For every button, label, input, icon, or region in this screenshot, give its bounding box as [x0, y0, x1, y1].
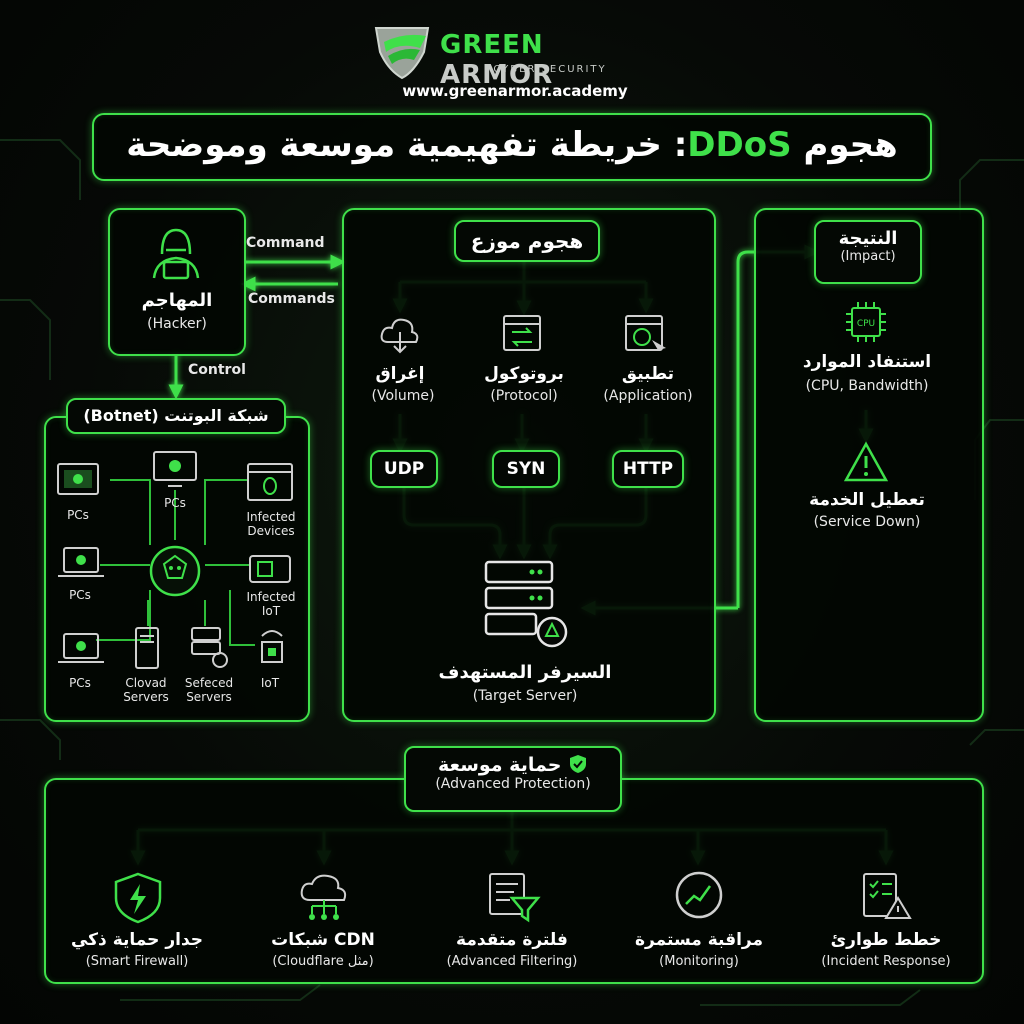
- attack-type-protocol-ar: بروتوكول: [484, 364, 564, 384]
- impact-title-pill: النتيجة (Impact): [814, 220, 922, 284]
- target-server-icon: [484, 560, 568, 648]
- protection-item-ar: فلترة متقدمة: [456, 930, 568, 950]
- attack-type-volume-en: (Volume): [371, 388, 435, 404]
- commands-label: Commands: [248, 291, 335, 307]
- botnet-node-label: PCs: [69, 588, 91, 602]
- botnet-title-pill: شبكة البوتنت (Botnet): [66, 398, 286, 434]
- cpu-icon: CPU: [846, 302, 886, 342]
- botnet-node-label: Infected IoT: [246, 590, 296, 618]
- botnet-title: شبكة البوتنت (Botnet): [83, 406, 269, 425]
- botnet-node-label: PCs: [69, 676, 91, 690]
- command-label: Command: [246, 235, 325, 251]
- brand-name: GREEN ARMOR: [440, 30, 660, 90]
- title-rest: : خريطة تفهيمية موسعة وموضحة: [126, 125, 688, 165]
- impact-title-ar: النتيجة: [838, 228, 898, 249]
- protection-item-ar: خطط طوارئ: [830, 930, 942, 950]
- iot-device-icon: [249, 555, 291, 583]
- proto-http: HTTP: [622, 459, 674, 479]
- title-bar: هجوم DDoS: خريطة تفهيمية موسعة وموضحة: [92, 113, 932, 181]
- proto-http-pill[interactable]: HTTP: [612, 450, 684, 488]
- impact-step1-ar: استنفاد الموارد: [802, 352, 932, 372]
- attack-type-application-en: (Application): [603, 388, 693, 404]
- botnet-node-label: PCs: [164, 496, 186, 510]
- protection-title-text: حماية موسعة: [437, 754, 562, 776]
- title-ddos: DDoS: [687, 125, 792, 165]
- cpu-text: CPU: [857, 319, 875, 329]
- protection-item-ar: جدار حماية ذكي: [70, 930, 204, 950]
- protection-box: [44, 778, 984, 984]
- monitoring-gauge-icon: [675, 871, 723, 919]
- protection-item-ar: شبكات CDN: [271, 930, 375, 950]
- impact-box: [754, 208, 984, 722]
- impact-step2-en: (Service Down): [813, 514, 921, 530]
- target-label-en: (Target Server): [472, 688, 578, 704]
- laptop-bug-icon: [58, 547, 104, 577]
- protection-item-en: (Incident Response): [821, 954, 951, 969]
- monitor-bug-icon: [153, 451, 197, 487]
- filter-icon: [489, 873, 541, 923]
- attack-type-volume-ar: إغراق: [375, 364, 425, 384]
- impact-step1-en: (CPU, Bandwidth): [805, 378, 929, 394]
- brand-tagline: CYBER SECURITY: [493, 64, 607, 75]
- impact-title-en: (Impact): [840, 249, 896, 264]
- warning-icon: [843, 441, 889, 482]
- brand-name-green: GREEN: [440, 30, 544, 60]
- laptop-bug-icon: [58, 633, 104, 663]
- server-gear-icon: [191, 627, 228, 668]
- brand-name-armor: ARMOR: [440, 60, 554, 90]
- protection-item-en: (Advanced Filtering): [446, 954, 578, 969]
- hacker-label-ar: المهاجم: [141, 290, 213, 311]
- protection-item-en: (Smart Firewall): [85, 954, 189, 969]
- botnet-node-label: IoT: [260, 676, 280, 690]
- bug-window-icon: [247, 463, 293, 501]
- protection-item-en: (Monitoring): [659, 954, 739, 969]
- hacker-label-en: (Hacker): [147, 316, 207, 332]
- botnet-node-label: PCs: [67, 508, 89, 522]
- botnet-node-label: Sefeced Servers: [184, 676, 234, 704]
- web-app-icon: [625, 315, 666, 351]
- protection-item-ar: مراقبة مستمرة: [635, 930, 763, 950]
- firewall-shield-icon: [114, 872, 162, 924]
- protection-item-en: (مثل Cloudflare): [272, 954, 374, 969]
- proto-udp: UDP: [383, 459, 425, 479]
- shield-logo-icon: [374, 27, 430, 80]
- target-label-ar: السيرفر المستهدف: [438, 662, 612, 683]
- botnet-node-label: Clovad Servers: [123, 676, 169, 704]
- botnet-hub-icon: [149, 545, 201, 597]
- pc-bug-icon: [57, 463, 99, 495]
- proto-udp-pill[interactable]: UDP: [370, 450, 438, 488]
- page-title: هجوم DDoS: خريطة تفهيمية موسعة وموضحة: [94, 125, 930, 165]
- iot-chip-icon: [261, 630, 283, 663]
- control-label: Control: [188, 362, 246, 378]
- title-prefix: هجوم: [803, 125, 898, 165]
- shield-check-icon: [570, 755, 587, 773]
- proto-syn-pill[interactable]: SYN: [492, 450, 560, 488]
- hacker-icon: [152, 228, 200, 280]
- protection-title-ar: حماية موسعة: [406, 754, 620, 776]
- attack-type-application-ar: تطبيق: [621, 364, 675, 384]
- server-tower-icon: [135, 627, 159, 669]
- impact-step2-ar: تعطيل الخدمة: [809, 490, 925, 510]
- protection-title-pill: حماية موسعة (Advanced Protection): [404, 746, 622, 812]
- hacker-box[interactable]: المهاجم (Hacker): [108, 208, 246, 356]
- checklist-warning-icon: [863, 873, 912, 919]
- botnet-node-label: Infected Devices: [246, 510, 296, 538]
- attack-title-pill: هجوم موزع: [454, 220, 600, 262]
- cloud-download-icon: [380, 318, 419, 354]
- brand-url[interactable]: www.greenarmor.academy: [402, 82, 628, 100]
- attack-title: هجوم موزع: [470, 229, 584, 253]
- swap-window-icon: [503, 315, 541, 351]
- attack-type-protocol-en: (Protocol): [490, 388, 558, 404]
- cdn-cloud-icon: [300, 874, 347, 920]
- proto-syn: SYN: [506, 459, 546, 479]
- protection-title-en: (Advanced Protection): [435, 776, 591, 792]
